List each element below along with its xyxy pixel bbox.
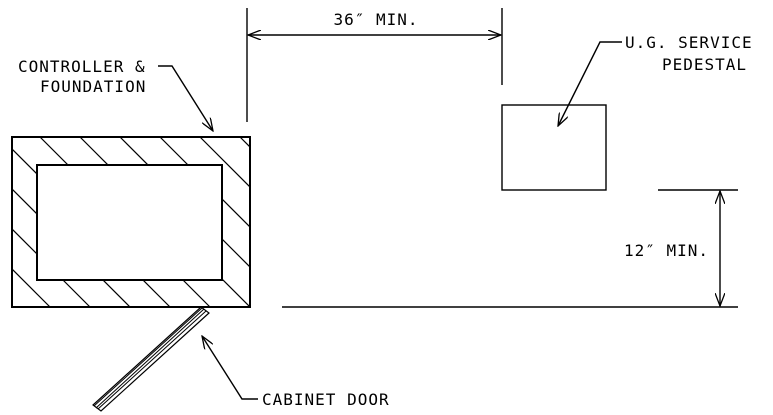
dimension-36-min: 36″ MIN. [246,8,503,122]
leader-line-door [202,336,258,400]
dimension-right-label: 12″ MIN. [624,241,709,260]
controller-inner [36,164,223,281]
leader-line-pedestal [558,41,622,126]
cabinet-door-label: CABINET DOOR [262,390,390,409]
service-label-line1: U.G. SERVICE [625,33,753,52]
foundation-hatch [12,137,250,307]
leader-service-pedestal: U.G. SERVICE PEDESTAL [558,33,753,126]
leader-line-controller [158,65,213,131]
controller-foundation [11,136,251,308]
cabinet-door [92,306,210,412]
dimension-top-label: 36″ MIN. [333,10,418,29]
dimension-12-min: 12″ MIN. [624,189,738,306]
leader-controller: CONTROLLER & FOUNDATION [18,57,213,131]
service-label-line2: PEDESTAL [662,55,747,74]
controller-label-line1: CONTROLLER & [18,57,146,76]
foundation-outer [11,136,251,308]
controller-label-line2: FOUNDATION [40,77,146,96]
service-pedestal [501,104,607,191]
leader-cabinet-door: CABINET DOOR [202,336,390,409]
